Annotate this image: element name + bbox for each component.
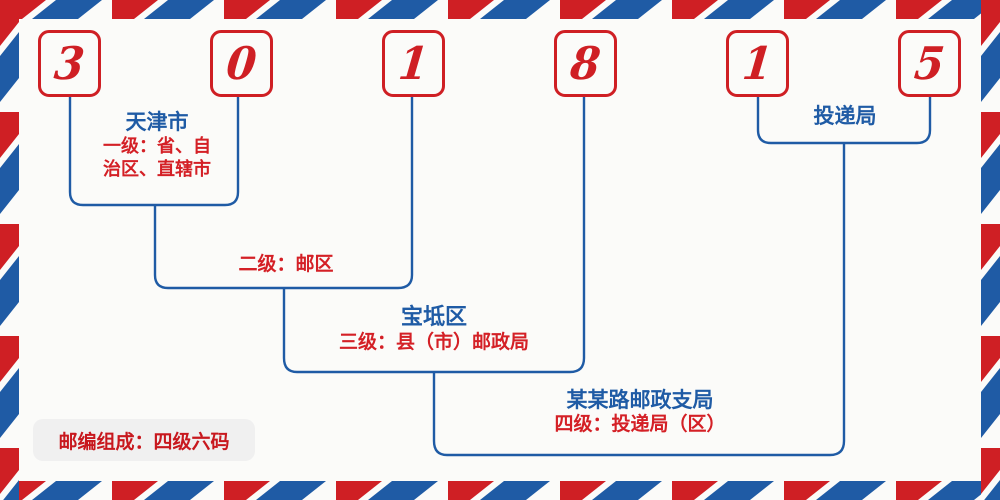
bracket-delivery-office <box>756 97 932 145</box>
postal-digit-box-2[interactable]: 0 <box>210 30 273 97</box>
level-1-subtitle-line-2: 治区、直辖市 <box>103 159 211 181</box>
label-level-3: 宝坻区 三级：县（市）邮政局 <box>288 304 580 353</box>
envelope-border-left <box>0 0 19 500</box>
postal-digit-1: 3 <box>51 37 88 90</box>
label-level-1: 天津市 一级：省、自 治区、直辖市 <box>76 109 238 182</box>
level-2-subtitle: 二级：邮区 <box>238 253 334 275</box>
bracket-level-4 <box>432 143 846 457</box>
label-level-4: 某某路邮政支局 四级：投递局（区） <box>440 387 840 435</box>
envelope-border-right <box>981 0 1000 500</box>
level-1-subtitle-line-1: 一级：省、自 <box>103 135 211 157</box>
level-3-title: 宝坻区 <box>400 304 467 330</box>
postal-digit-2: 0 <box>223 37 260 90</box>
postal-digit-box-5[interactable]: 1 <box>726 30 789 97</box>
label-level-2: 二级：邮区 <box>176 253 396 275</box>
postal-digit-box-4[interactable]: 8 <box>554 30 617 97</box>
level-4-subtitle: 四级：投递局（区） <box>554 412 726 435</box>
postal-code-composition-text: 邮编组成：四级六码 <box>58 430 230 453</box>
label-delivery-office: 投递局 <box>762 103 928 129</box>
postal-digit-box-3[interactable]: 1 <box>382 30 445 97</box>
postal-digit-4: 8 <box>567 37 604 90</box>
delivery-office-title: 投递局 <box>813 103 877 128</box>
postal-digit-3: 1 <box>395 37 432 90</box>
level-1-title: 天津市 <box>125 109 189 134</box>
postal-code-composition-badge: 邮编组成：四级六码 <box>33 419 255 461</box>
envelope-border-top <box>0 0 1000 19</box>
postal-digit-box-1[interactable]: 3 <box>38 30 101 97</box>
postal-digit-box-6[interactable]: 5 <box>898 30 961 97</box>
level-3-subtitle: 三级：县（市）邮政局 <box>338 330 529 353</box>
postal-digit-5: 1 <box>739 37 776 90</box>
postal-digit-6: 5 <box>911 37 948 90</box>
level-4-title: 某某路邮政支局 <box>566 387 714 412</box>
envelope-border-bottom <box>0 481 1000 500</box>
